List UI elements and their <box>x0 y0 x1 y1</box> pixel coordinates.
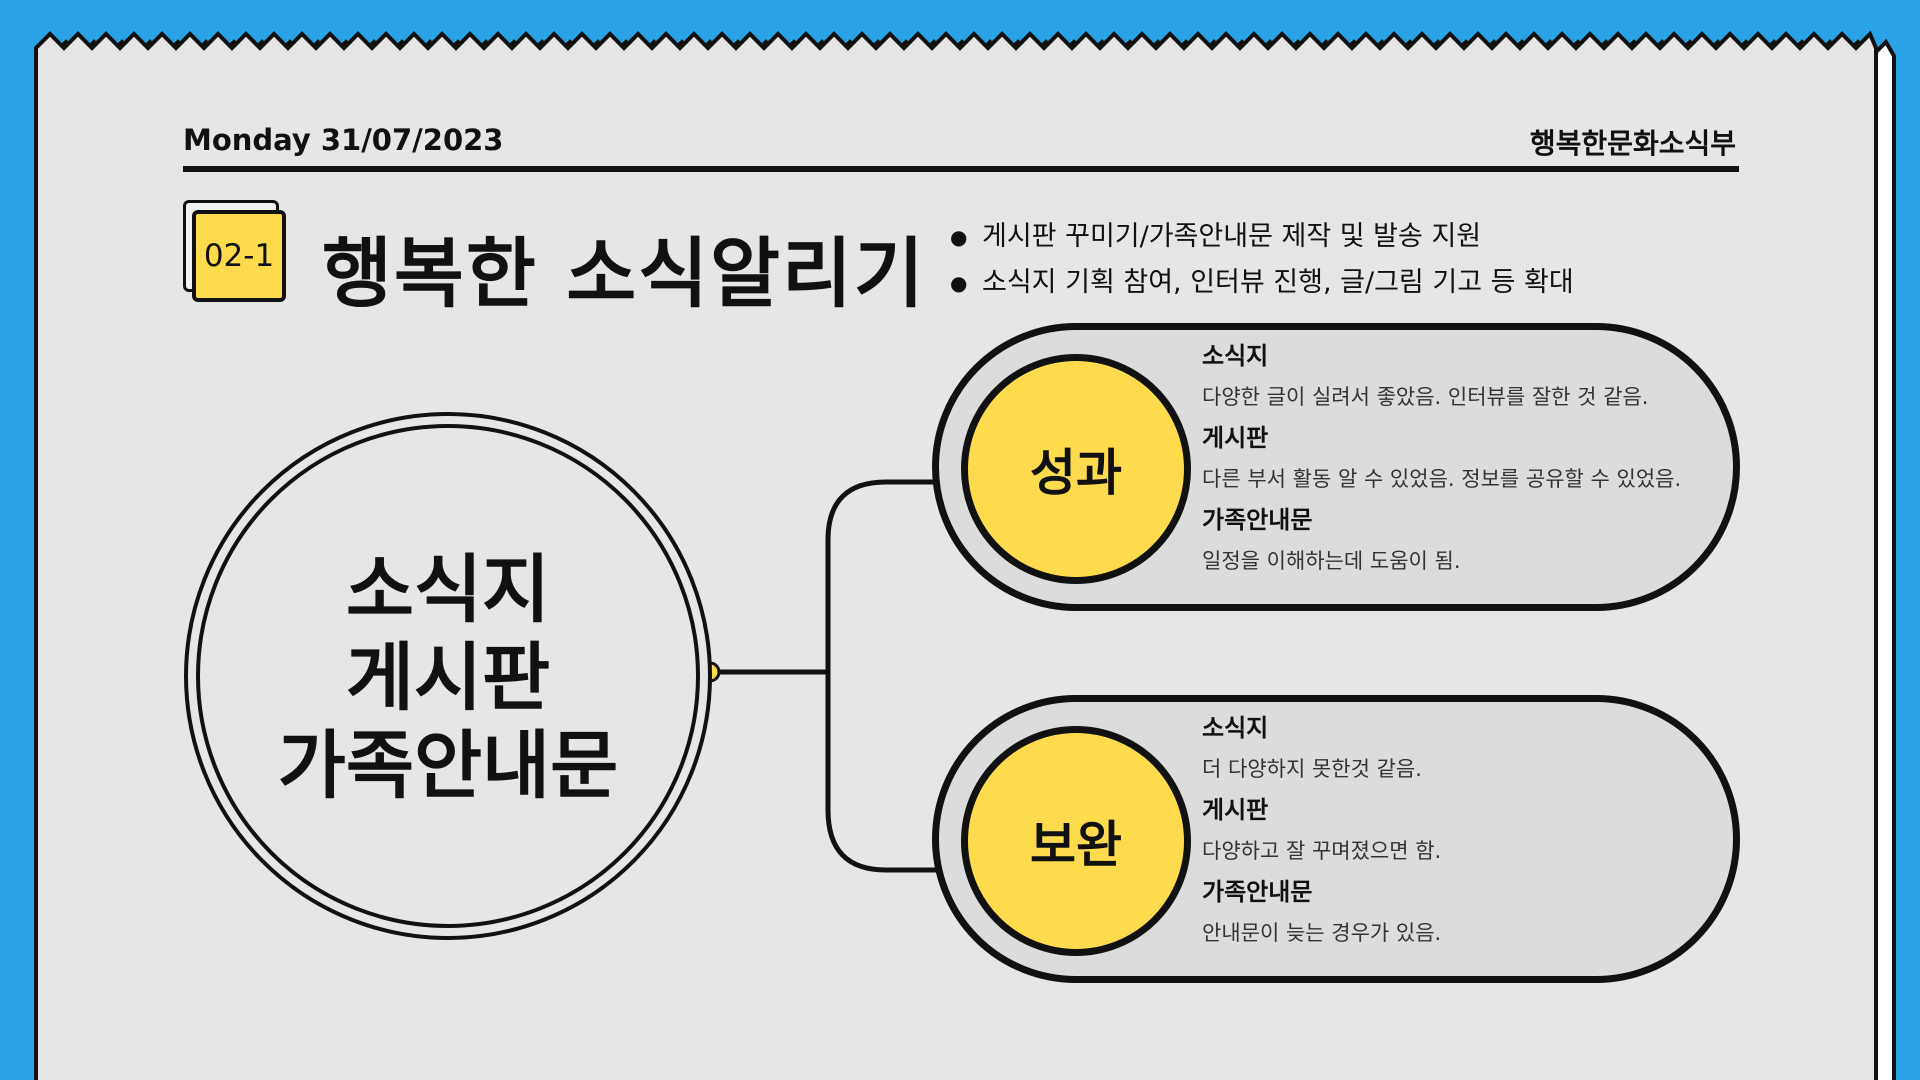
improvement-item-title: 게시판 <box>1202 796 1269 824</box>
hub-line: 게시판 <box>345 635 551 721</box>
improvement-item-desc: 더 다양하지 못한것 같음. <box>1202 757 1422 781</box>
result-item-desc: 다른 부서 활동 알 수 있었음. 정보를 공유할 수 있었음. <box>1202 467 1682 491</box>
result-item-desc: 다양한 글이 실려서 좋았음. 인터뷰를 잘한 것 같음. <box>1202 385 1649 409</box>
hub-circle: 소식지 게시판 가족안내문 <box>184 412 712 940</box>
result-item-title: 소식지 <box>1202 342 1269 370</box>
header-organization: 행복한문화소식부 <box>1529 127 1736 160</box>
result-item-title: 가족안내문 <box>1202 506 1313 534</box>
hub-line: 소식지 <box>345 547 551 633</box>
header-date: Monday 31/07/2023 <box>183 123 504 157</box>
improvements-label-circle: 보완 <box>961 726 1191 956</box>
summary-bullet-list: 게시판 꾸미기/가족안내문 제작 및 발송 지원 소식지 기획 참여, 인터뷰 … <box>950 214 1574 306</box>
results-items: 소식지 다양한 글이 실려서 좋았음. 인터뷰를 잘한 것 같음. 게시판 다른… <box>1202 336 1722 582</box>
improvement-items: 소식지 더 다양하지 못한것 같음. 게시판 다양하고 잘 꾸며졌으면 함. 가… <box>1202 708 1722 954</box>
hub-circle-ring <box>196 424 700 928</box>
result-item-desc: 일정을 이해하는데 도움이 됨. <box>1202 549 1461 573</box>
bullet-item: 소식지 기획 참여, 인터뷰 진행, 글/그림 기고 등 확대 <box>950 260 1574 306</box>
section-number-badge: 02-1 <box>192 210 286 302</box>
improvements-pill: 보완 소식지 더 다양하지 못한것 같음. 게시판 다양하고 잘 꾸며졌으면 함… <box>932 695 1740 983</box>
header-divider <box>183 166 1739 172</box>
results-label-circle: 성과 <box>961 354 1191 584</box>
hub-circle-text: 소식지 게시판 가족안내문 <box>188 546 708 810</box>
improvement-item-desc: 다양하고 잘 꾸며졌으면 함. <box>1202 839 1442 863</box>
section-title: 행복한 소식알리기 <box>322 229 926 318</box>
bullet-item: 게시판 꾸미기/가족안내문 제작 및 발송 지원 <box>950 214 1574 260</box>
improvement-item-title: 가족안내문 <box>1202 878 1313 906</box>
improvement-item-title: 소식지 <box>1202 714 1269 742</box>
improvement-item-desc: 안내문이 늦는 경우가 있음. <box>1202 921 1442 945</box>
result-item-title: 게시판 <box>1202 424 1269 452</box>
results-pill: 성과 소식지 다양한 글이 실려서 좋았음. 인터뷰를 잘한 것 같음. 게시판… <box>932 323 1740 611</box>
hub-line: 가족안내문 <box>277 723 619 809</box>
